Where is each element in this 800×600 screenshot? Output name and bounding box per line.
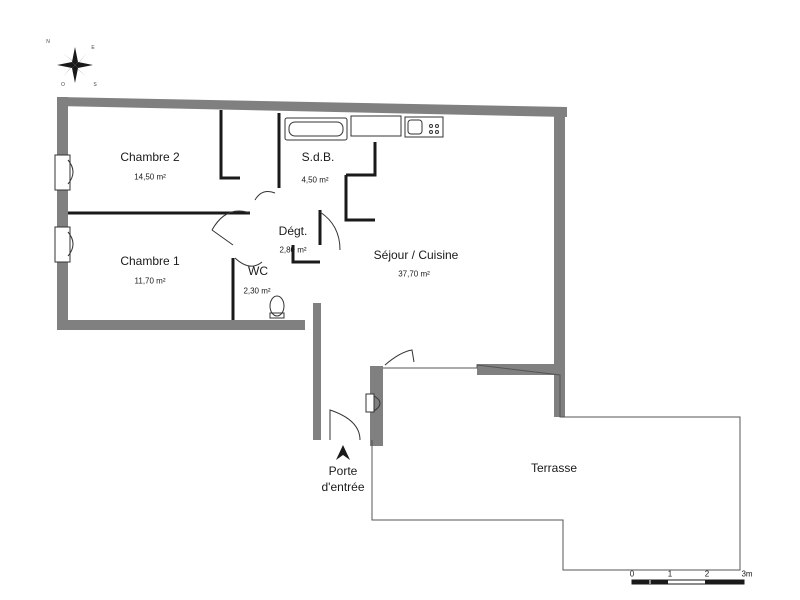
room-area-sejour: 37,70 m² <box>398 269 430 279</box>
compass-o: O <box>61 82 65 88</box>
room-name-degt: Dégt. <box>278 224 308 238</box>
compass-rose-icon <box>57 47 93 83</box>
compass-s: S <box>93 82 97 88</box>
bathtub-icon <box>284 117 348 141</box>
scale-tick-0: 0 <box>629 569 635 579</box>
compass-n: N <box>46 39 50 45</box>
room-area-degt: 2,80 m² <box>279 245 307 255</box>
room-area-chambre2: 14,50 m² <box>134 172 166 182</box>
room-name-terrasse: Terrasse <box>530 461 578 475</box>
entry-label-line2: d'entrée <box>321 480 365 494</box>
room-name-wc: WC <box>248 264 268 278</box>
room-name-chambre2: Chambre 2 <box>120 150 180 164</box>
room-area-sdb: 4,50 m² <box>301 175 329 185</box>
sink-icon <box>404 116 444 138</box>
exterior-walls <box>57 97 567 446</box>
scale-tick-3: 3m <box>741 569 753 579</box>
toilet-icon <box>269 295 285 317</box>
kitchen-counter-icon <box>350 115 402 137</box>
room-name-chambre1: Chambre 1 <box>120 254 180 268</box>
windows <box>54 154 74 263</box>
fixtures <box>269 115 444 319</box>
room-name-sdb: S.d.B. <box>301 150 335 164</box>
room-area-chambre1: 11,70 m² <box>134 276 166 286</box>
door-swings <box>211 191 415 441</box>
entry-arrow-icon <box>336 445 350 460</box>
scale-tick-2: 2 <box>704 569 710 579</box>
scale-tick-1: 1 <box>667 569 673 579</box>
compass-e: E <box>91 45 95 51</box>
interior-walls <box>68 110 377 320</box>
room-area-wc: 2,30 m² <box>243 286 271 296</box>
entry-label: Porte d'entrée <box>322 463 365 495</box>
terrasse-outline <box>371 364 741 571</box>
entry-label-line1: Porte <box>328 464 358 478</box>
room-name-sejour: Séjour / Cuisine <box>373 248 459 262</box>
scale-bar <box>631 579 745 585</box>
